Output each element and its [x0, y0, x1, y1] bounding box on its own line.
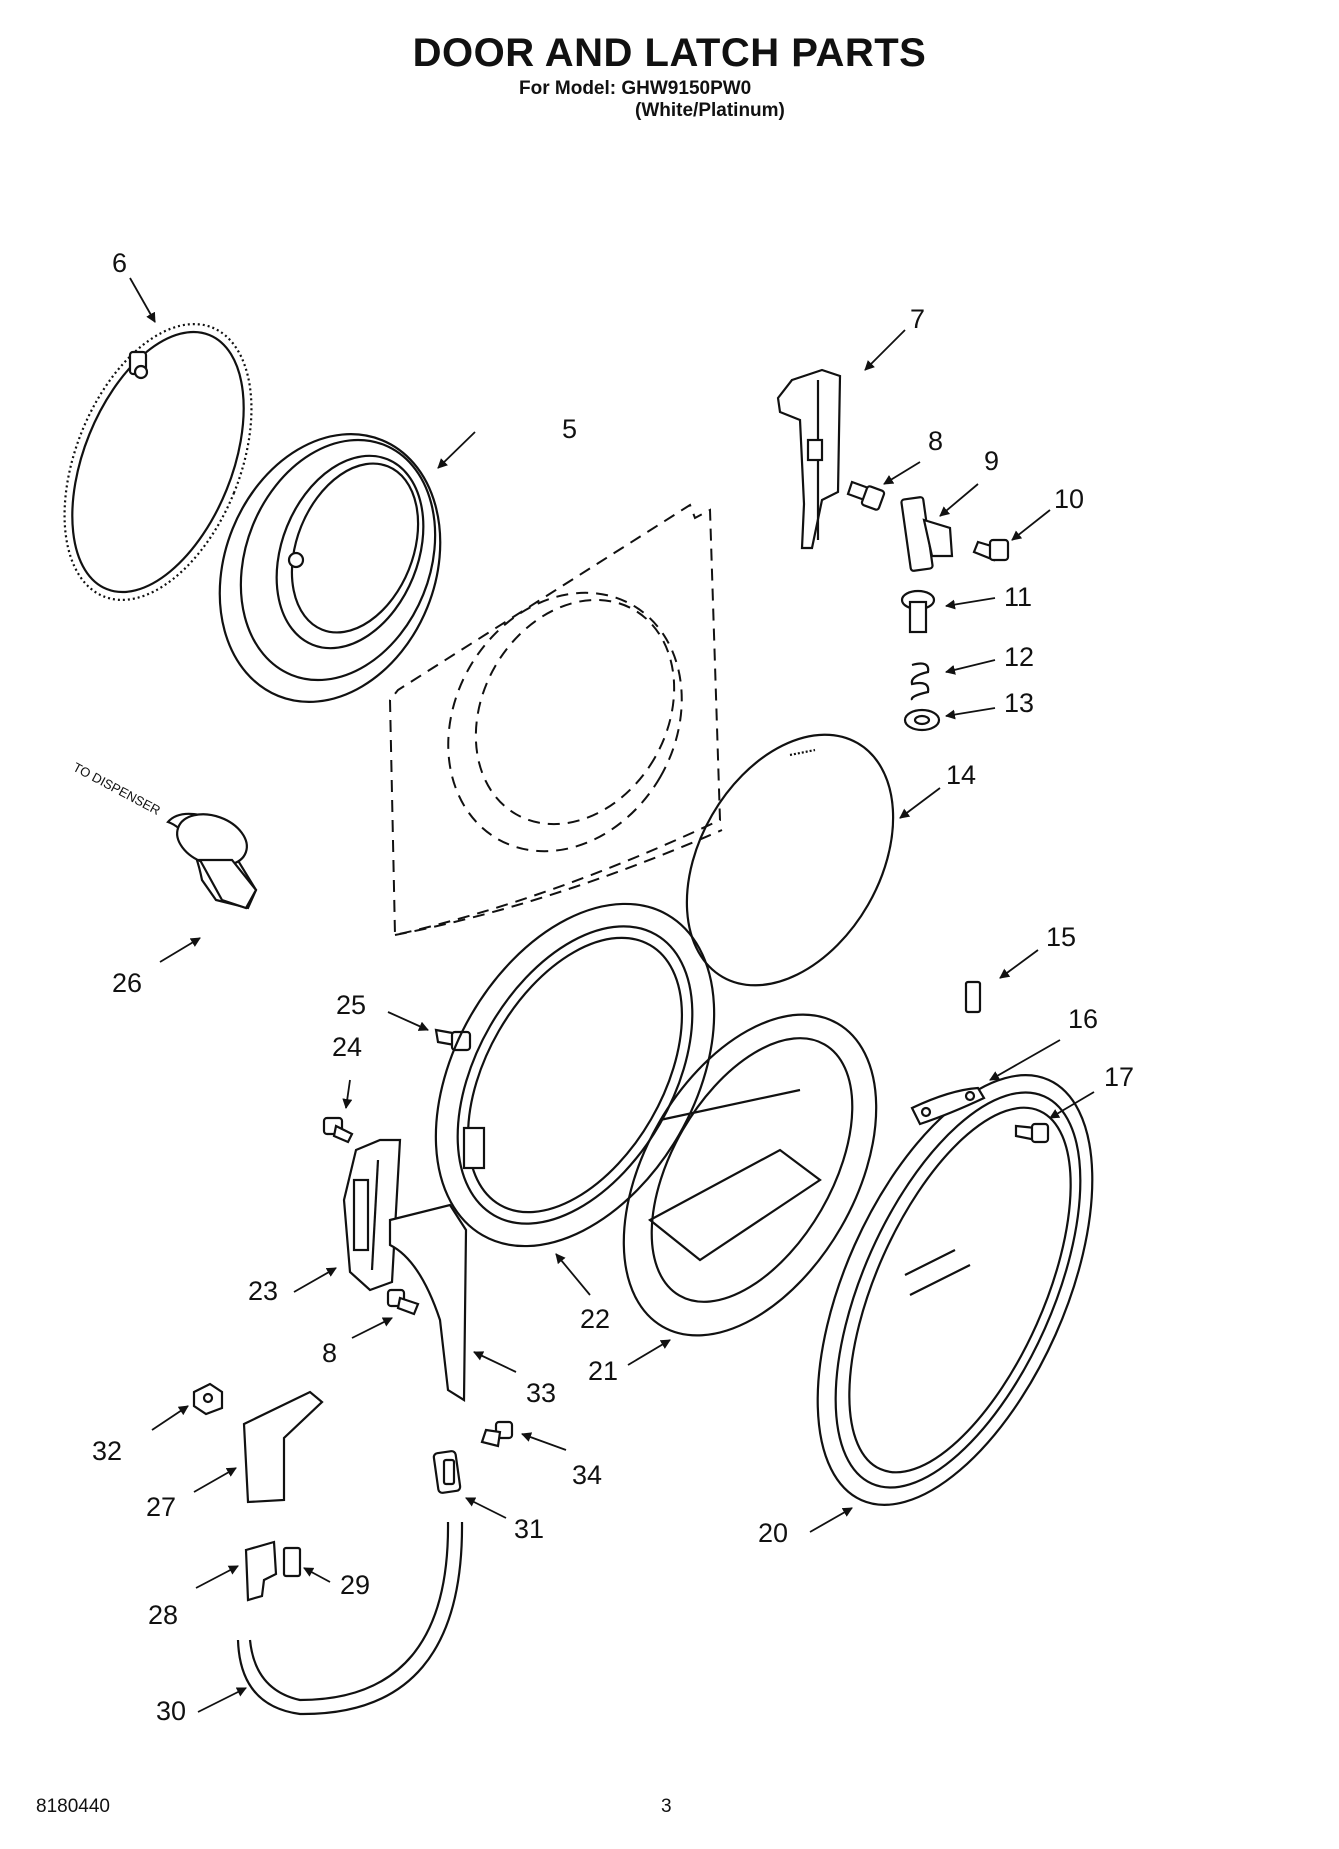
- part-handle-trim: [236, 1521, 464, 1716]
- page-number: 3: [661, 1796, 672, 1817]
- leader-lines: [129, 277, 1095, 1713]
- part-bracket: [910, 1086, 986, 1126]
- part-door-latch: [432, 1450, 462, 1494]
- part-screw-24: [322, 1116, 354, 1144]
- part-handle-cover: [242, 1390, 324, 1504]
- callout-32: 32: [92, 1436, 122, 1466]
- callout-27: 27: [146, 1492, 176, 1522]
- document-number: 8180440: [36, 1796, 110, 1817]
- part-inner-door-frame: [434, 902, 716, 1248]
- callout-10: 10: [1054, 484, 1084, 514]
- part-pin: [900, 589, 936, 634]
- part-latch-assembly: [776, 368, 842, 550]
- part-clip-28: [244, 1540, 278, 1602]
- callout-6: 6: [112, 248, 127, 278]
- part-spring: [910, 662, 930, 701]
- callout-7: 7: [910, 304, 925, 334]
- callout-8: 8: [928, 426, 943, 456]
- callout-5: 5: [562, 414, 577, 444]
- callout-21: 21: [588, 1356, 618, 1386]
- callout-12: 12: [1004, 642, 1034, 672]
- part-handle: [388, 1203, 468, 1402]
- callout-15: 15: [1046, 922, 1076, 952]
- callout-23: 23: [248, 1276, 278, 1306]
- part-clip: [964, 980, 982, 1014]
- callout-31: 31: [514, 1514, 544, 1544]
- callout-9: 9: [984, 446, 999, 476]
- callout-30: 30: [156, 1696, 186, 1726]
- part-inner-glass: [622, 1013, 878, 1337]
- part-strike: [900, 496, 954, 572]
- callout-29: 29: [340, 1570, 370, 1600]
- callout-8: 8: [322, 1338, 337, 1368]
- callout-11: 11: [1004, 582, 1032, 612]
- part-screw-8: [846, 480, 886, 511]
- callout-33: 33: [526, 1378, 556, 1408]
- part-screw-17: [1014, 1122, 1050, 1144]
- part-glass-seal: [685, 733, 895, 987]
- callout-17: 17: [1104, 1062, 1134, 1092]
- part-front-panel-phantom: [388, 503, 723, 937]
- dispenser-note: TO DISPENSER: [71, 759, 163, 818]
- callout-20: 20: [758, 1518, 788, 1548]
- part-hinge: [342, 1138, 402, 1292]
- color-line: (White/Platinum): [635, 100, 785, 121]
- callout-22: 22: [580, 1304, 610, 1334]
- part-washer: [903, 708, 941, 732]
- model-line: For Model: GHW9150PW0: [519, 78, 752, 99]
- part-screw-25: [434, 1028, 472, 1052]
- callout-16: 16: [1068, 1004, 1098, 1034]
- part-nut: [192, 1382, 224, 1416]
- part-screw-34: [480, 1420, 514, 1448]
- part-outer-door: [816, 1074, 1094, 1506]
- callout-26: 26: [112, 968, 142, 998]
- part-dispenser-hose: [166, 812, 258, 910]
- callout-28: 28: [148, 1600, 178, 1630]
- part-screw-8-lower: [386, 1288, 420, 1316]
- page-header: DOOR AND LATCH PARTS: [0, 30, 1339, 76]
- part-screw-10: [972, 538, 1010, 562]
- part-door-boot: [218, 433, 442, 703]
- callout-34: 34: [572, 1460, 602, 1490]
- part-clip-29: [282, 1546, 302, 1578]
- callout-25: 25: [336, 990, 366, 1020]
- callout-14: 14: [946, 760, 976, 790]
- callout-13: 13: [1004, 688, 1034, 718]
- page-title: DOOR AND LATCH PARTS: [412, 31, 927, 75]
- callout-24: 24: [332, 1032, 362, 1062]
- part-clamp-ring: [63, 322, 253, 602]
